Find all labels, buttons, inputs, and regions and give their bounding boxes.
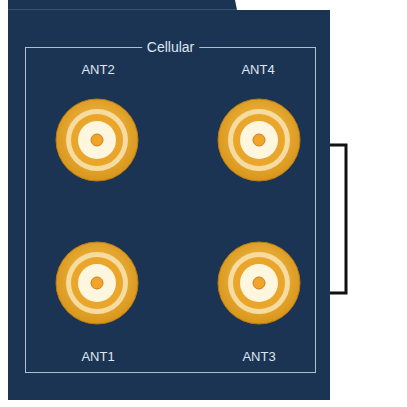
panel-tab: [8, 0, 237, 10]
device-panel: [8, 10, 330, 400]
sma-connector: [218, 242, 300, 324]
port-label: ANT1: [81, 349, 114, 364]
group-box: Cellular: [25, 47, 316, 373]
port-label: ANT4: [241, 62, 274, 77]
port-label: ANT2: [81, 62, 114, 77]
group-heading: Cellular: [142, 39, 199, 55]
sma-connector: [56, 99, 138, 181]
port-label: ANT3: [242, 349, 275, 364]
bracket: [330, 145, 346, 293]
sma-connector: [218, 99, 300, 181]
sma-connector: [56, 242, 138, 324]
